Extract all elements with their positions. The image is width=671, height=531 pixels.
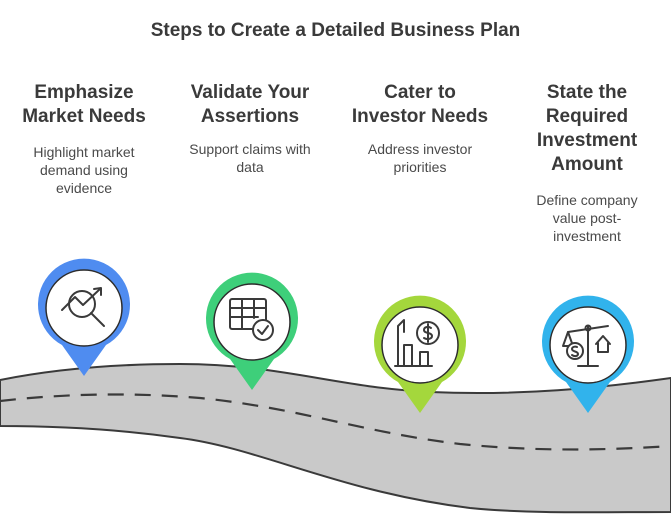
step-4-description: Define company value post- investment xyxy=(536,192,638,244)
step-3-heading: Cater to Investor Needs xyxy=(351,82,489,127)
pin-4 xyxy=(542,295,634,413)
checked-table-icon xyxy=(229,298,274,341)
diagram-title: Steps to Create a Detailed Business Plan xyxy=(150,20,521,41)
step-2-description: Support claims with data xyxy=(189,141,311,175)
pin-1 xyxy=(38,258,131,376)
valuation-scale-icon xyxy=(562,324,611,367)
step-2-heading: Validate Your Assertions xyxy=(190,82,310,127)
step-4-heading: State the Required Investment Amount xyxy=(536,82,638,175)
investor-money-icon xyxy=(394,319,440,367)
pin-2 xyxy=(206,272,298,390)
pin-3 xyxy=(374,295,466,413)
step-1-heading: Emphasize Market Needs xyxy=(22,82,146,127)
market-analysis-icon xyxy=(61,287,105,327)
step-3-description: Address investor priorities xyxy=(367,141,473,175)
step-1-description: Highlight market demand using evidence xyxy=(33,144,135,196)
